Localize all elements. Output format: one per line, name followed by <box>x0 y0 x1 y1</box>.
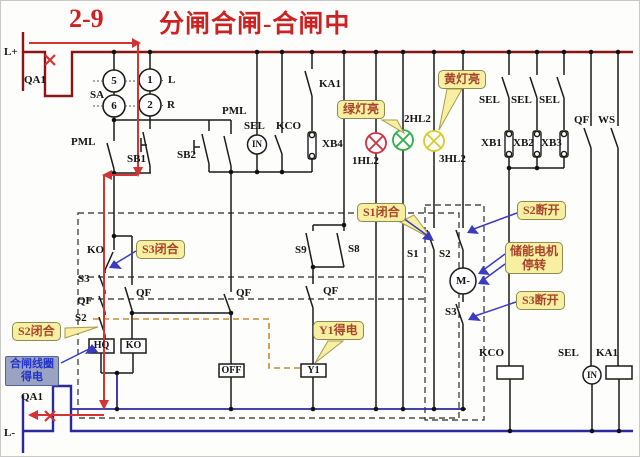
xb3-label: XB3 <box>541 137 562 149</box>
kco-coil-label: KCO <box>479 347 505 359</box>
callout-s3-open: S3断开 <box>516 291 565 310</box>
callout-s1-closed: S1闭合 <box>357 203 406 222</box>
callout-closing-coil-line1: 合闸线圈 <box>10 358 54 370</box>
callout-s2-closed: S2闭合 <box>12 322 61 341</box>
qa1-bottom-label: QA1 <box>21 391 43 403</box>
hq-coil-label: HQ <box>93 340 110 351</box>
l-minus-bus <box>21 373 633 453</box>
sa-label: SA <box>90 89 105 101</box>
qf-y1-label: QF <box>323 285 339 297</box>
annotation-arrows <box>60 212 518 364</box>
sb2-label: SB2 <box>177 149 196 161</box>
ka1-top-label: KA1 <box>319 78 341 90</box>
s8-label: S8 <box>348 243 360 255</box>
qa1-top-label: QA1 <box>24 74 46 86</box>
coil-boxes <box>88 338 633 380</box>
in-indicator-top <box>246 134 268 155</box>
2hl2-label: 2HL2 <box>404 113 431 125</box>
callout-closing-coil-line2: 得电 <box>21 371 43 383</box>
callout-motor-stop-line2: 停转 <box>522 258 547 272</box>
l-minus-label: L- <box>4 427 15 439</box>
callout-y1-energized: Y1得电 <box>313 321 364 340</box>
sa-linkage-dotted <box>93 80 165 107</box>
flow-arrowheads <box>28 38 143 420</box>
qf-off-label: QF <box>236 287 252 299</box>
s2-right-label: S2 <box>439 248 451 260</box>
s1-label: S1 <box>407 248 419 260</box>
callout-s3-closed: S3闭合 <box>136 240 185 259</box>
ka1-coil-label: KA1 <box>596 347 618 359</box>
in-top-label: IN <box>251 139 263 149</box>
qf-ko-label: QF <box>136 287 152 299</box>
s3-left-label: S3 <box>78 273 90 285</box>
3hl2-label: 3HL2 <box>439 153 466 165</box>
callout-motor-stop-line1: 储能电机 <box>510 244 559 258</box>
kco-mid-label: KCO <box>276 120 302 132</box>
in-indicator-bottom <box>582 365 602 385</box>
sa-contact-6: 6 <box>111 100 117 112</box>
lamp-3hl2-yellow <box>423 130 445 152</box>
callout-yellow-light: 黄灯亮 <box>438 70 487 89</box>
ko-coil-box <box>120 338 147 354</box>
s3-right-label: S3 <box>445 306 457 318</box>
xb2-label: XB2 <box>513 137 534 149</box>
motor-symbol <box>449 267 477 295</box>
xb4-label: XB4 <box>322 138 343 150</box>
in-bottom-label: IN <box>586 370 598 380</box>
l-plus-bus <box>21 32 633 98</box>
sa-l-label: L <box>168 74 176 86</box>
callout-closing-coil: 合闸线圈 得电 <box>5 356 59 386</box>
sel-bottom-label: SEL <box>558 347 579 359</box>
lamp-2hl2-green <box>392 129 414 151</box>
y1-coil-label: Y1 <box>307 364 320 376</box>
off-coil-label: OFF <box>221 364 242 376</box>
orange-dashed-trace <box>93 318 301 369</box>
off-coil-box <box>218 363 245 378</box>
diagram-number: 2-9 <box>69 4 104 33</box>
xb1-label: XB1 <box>481 137 502 149</box>
sel1-label: SEL <box>479 94 500 106</box>
sa-contact-5: 5 <box>111 75 117 87</box>
sel-mid-label: SEL <box>244 120 265 132</box>
callout-motor-stop: 储能电机 停转 <box>505 242 564 274</box>
sa-r-label: R <box>167 99 175 111</box>
y1-coil-box <box>300 363 327 378</box>
diagram-title: 分闸合闸-合闸中 <box>159 11 351 38</box>
l-plus-label: L+ <box>4 46 18 58</box>
lamp-1hl2-red <box>365 132 387 154</box>
sel3-label: SEL <box>539 94 560 106</box>
1hl2-label: 1HL2 <box>352 155 379 167</box>
ko-coil-label: KO <box>125 340 142 351</box>
sel2-label: SEL <box>511 94 532 106</box>
in-indicator-circles <box>246 134 602 385</box>
qf-top-label: QF <box>574 114 590 126</box>
pml-left-label: PML <box>71 136 96 148</box>
callout-green-light: 绿灯亮 <box>337 100 386 119</box>
s9-label: S9 <box>295 244 307 256</box>
dashed-enclosure-boxes <box>77 204 485 421</box>
xb-link-symbols <box>307 130 569 160</box>
sa-contact-1: 1 <box>147 74 153 86</box>
qf-left-label: QF <box>77 295 93 307</box>
kco-coil-box <box>496 365 524 380</box>
motor-label: M- <box>455 275 471 287</box>
current-flow-trace <box>29 42 139 422</box>
ws-label: WS <box>598 114 616 126</box>
s2-left-label: S2 <box>75 312 87 324</box>
ka1-coil-box <box>605 365 633 380</box>
junction-dots <box>111 49 622 434</box>
annotation-arrowheads <box>85 225 490 354</box>
pml-mid-label: PML <box>222 105 247 117</box>
ko-contact-label: KO <box>87 244 105 256</box>
sb1-label: SB1 <box>127 153 146 165</box>
callout-s2-open: S2断开 <box>517 201 566 220</box>
sa-contact-2: 2 <box>147 99 153 111</box>
